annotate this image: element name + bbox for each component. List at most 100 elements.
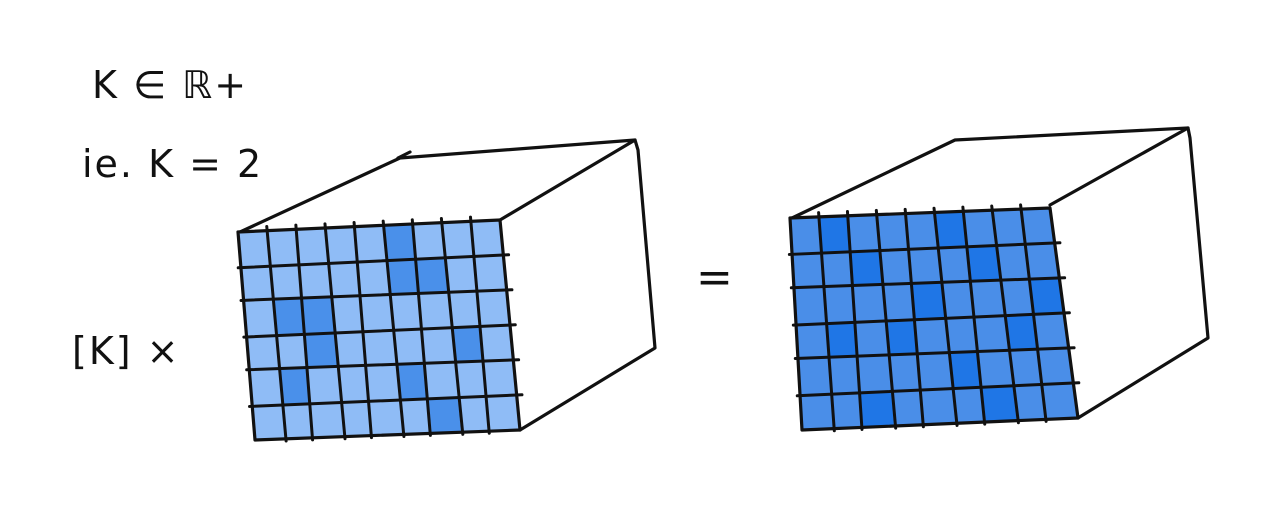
tensor-cell <box>978 350 1013 387</box>
tensor-cell <box>484 360 517 397</box>
tensor-cell <box>800 393 833 430</box>
grid-row-line <box>242 323 517 339</box>
scaled-tensor-grid <box>787 203 1081 433</box>
grid-row-line <box>787 241 1062 256</box>
tensor-cell <box>792 252 824 289</box>
input-tensor-cube <box>236 138 657 443</box>
tensor-cell <box>445 256 478 293</box>
k-equals-two-note: ie. K = 2 <box>82 142 263 186</box>
tensor-cell <box>454 361 488 398</box>
tensor-cell <box>270 264 303 301</box>
tensor-cell <box>340 400 373 437</box>
tensor-cell <box>1012 384 1048 421</box>
tensor-cell <box>337 365 370 402</box>
tensor-cell <box>308 367 341 404</box>
tensor-cell <box>487 395 520 432</box>
scaled-tensor-cube <box>787 126 1210 433</box>
tensor-cell <box>299 262 332 299</box>
tensor-cell <box>830 392 864 429</box>
tensor-cell <box>302 297 335 334</box>
grid-row-line <box>791 311 1071 327</box>
input-tensor-cells <box>238 220 520 440</box>
tensor-cell <box>331 296 364 333</box>
tensor-cell <box>934 211 968 248</box>
tensor-cell <box>328 261 361 298</box>
tensor-cell <box>428 397 462 434</box>
tensor-cell <box>305 332 338 369</box>
k-in-reals-note: K ∈ ℝ+ <box>92 63 248 107</box>
tensor-cell <box>310 401 344 438</box>
tensor-cell <box>281 403 314 439</box>
tensor-cell <box>951 386 986 424</box>
tensor-cell <box>246 334 279 371</box>
tensor-cell <box>850 249 883 287</box>
tensor-cell <box>794 287 826 324</box>
tensor-cell <box>474 255 507 292</box>
tensor-cell <box>823 286 856 323</box>
tensor-cell <box>828 356 861 394</box>
tensor-cell <box>448 291 481 328</box>
tensor-cell <box>422 327 455 364</box>
tensor-cell <box>1038 348 1074 385</box>
tensor-cell <box>908 247 942 284</box>
tensor-cell <box>412 222 445 259</box>
tensor-cell <box>419 292 452 329</box>
scaled-tensor-top-edges <box>790 126 1190 220</box>
tensor-cell <box>821 251 853 288</box>
tensor-cell <box>885 319 919 356</box>
tensor-cell <box>363 329 396 366</box>
tensor-cell <box>240 265 273 302</box>
tensor-cell <box>888 354 922 391</box>
tensor-cell <box>858 355 892 393</box>
tensor-cell <box>480 325 514 362</box>
tensor-cell <box>876 213 909 250</box>
input-tensor-top-front-edge <box>396 150 412 160</box>
tensor-cell <box>992 209 1026 246</box>
tensor-cell <box>1004 314 1039 351</box>
tensor-cell <box>905 212 938 249</box>
tensor-cell <box>369 399 403 436</box>
tensor-cell <box>1021 208 1055 245</box>
grid-row-line <box>789 276 1067 290</box>
tensor-cell <box>798 358 831 395</box>
input-tensor-top-edges <box>238 138 637 234</box>
scaled-tensor-front-outline <box>788 206 1080 432</box>
tensor-cell <box>366 364 400 401</box>
tensor-cell <box>457 396 491 433</box>
scaled-tensor-side-edges <box>1076 126 1210 420</box>
tensor-cell <box>825 321 859 359</box>
tensor-cell <box>852 285 886 322</box>
tensor-cell <box>360 295 393 332</box>
tensor-cell <box>441 221 475 258</box>
tensor-cell <box>921 388 956 425</box>
tensor-cell <box>882 283 916 321</box>
tensor-cell <box>389 293 423 330</box>
tensor-cell <box>334 331 367 368</box>
tensor-cell <box>243 300 276 336</box>
grid-row-line <box>793 346 1076 360</box>
tensor-cell <box>477 290 510 327</box>
grid-row-line <box>236 253 511 270</box>
tensor-cell <box>915 317 949 355</box>
tensor-cell <box>399 398 432 435</box>
tensor-cell <box>967 245 1001 282</box>
tensor-cell <box>970 280 1005 317</box>
tensor-cell <box>944 316 979 354</box>
tensor-cell <box>386 258 419 296</box>
tensor-cell <box>941 281 975 318</box>
tensor-cell <box>252 404 285 440</box>
tensor-cell <box>278 368 311 405</box>
tensor-cell <box>879 248 912 286</box>
tensor-cell <box>425 362 458 399</box>
tensor-cell <box>1042 383 1078 420</box>
tensor-cell <box>357 260 390 297</box>
tensor-cell <box>918 353 952 390</box>
tensor-cell <box>847 214 880 252</box>
tensor-cell <box>790 216 822 254</box>
tensor-cell <box>415 257 449 294</box>
scaled-tensor-cells <box>790 208 1078 430</box>
tensor-cell <box>974 315 1009 352</box>
tensor-cell <box>470 220 504 257</box>
grid-row-line <box>239 288 514 302</box>
tensor-cell <box>392 328 426 365</box>
